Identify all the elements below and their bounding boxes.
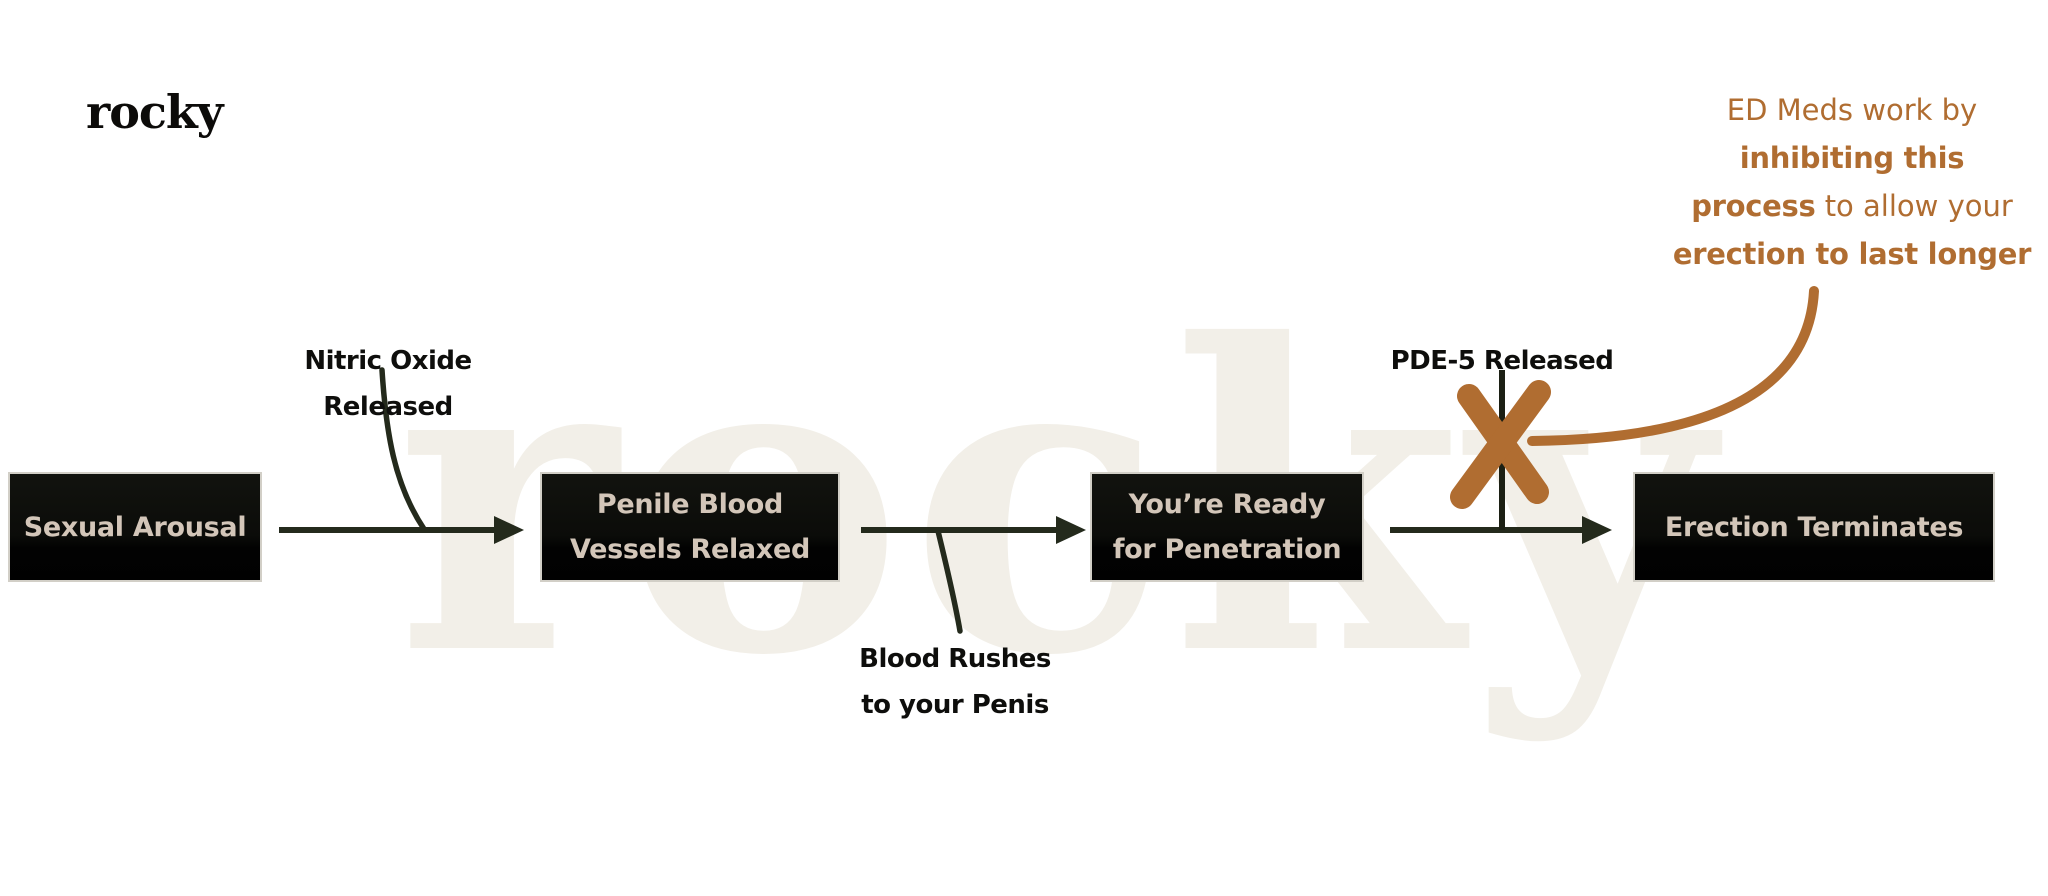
label-blood-rushes: Blood Rushes to your Penis bbox=[859, 644, 1051, 720]
annotation-line-2: inhibiting this bbox=[1739, 141, 1965, 175]
flow-node-erection-terminates: Erection Terminates bbox=[1633, 472, 1995, 582]
label-pde5-released: PDE-5 Released bbox=[1390, 346, 1614, 376]
annotation-line-1: ED Meds work by bbox=[1726, 93, 1978, 127]
label-nitric-oxide-released: Nitric Oxide Released bbox=[304, 346, 472, 422]
x-mark-icon bbox=[1450, 380, 1551, 509]
blood-rushes-connector-curve bbox=[935, 528, 963, 634]
flow-node-ready-for-penetration: You’re Ready for Penetration bbox=[1090, 472, 1364, 582]
flow-node-penile-blood-vessels-relaxed: Penile Blood Vessels Relaxed bbox=[540, 472, 840, 582]
ed-meds-annotation: ED Meds work by inhibiting this process … bbox=[1652, 86, 2048, 278]
nitric-oxide-connector-curve bbox=[379, 367, 427, 532]
annotation-line-3: process to allow your bbox=[1691, 189, 2013, 223]
arrow-3 bbox=[1390, 516, 1612, 544]
annotation-line-4: erection to last longer bbox=[1672, 237, 2032, 271]
arrow-2 bbox=[861, 516, 1086, 544]
arrow-1 bbox=[279, 516, 524, 544]
flow-node-sexual-arousal: Sexual Arousal bbox=[8, 472, 262, 582]
brand-logo: rocky bbox=[86, 85, 224, 139]
annotation-pointer-curve bbox=[1527, 286, 1819, 446]
